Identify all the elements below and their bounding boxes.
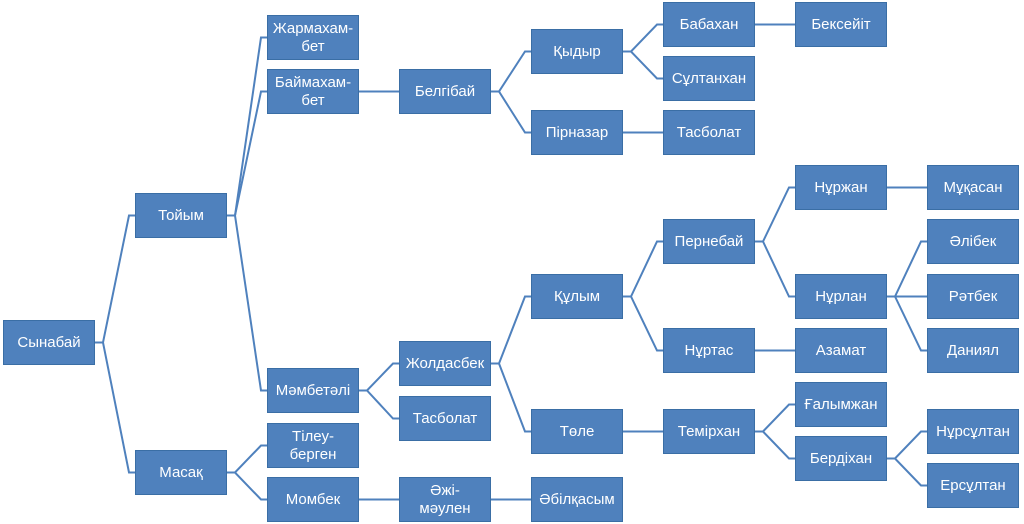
connector-synabai-toiym bbox=[95, 214, 135, 344]
connector-berdikhan-nursultan bbox=[887, 430, 927, 460]
connector-masaq-tileuberген bbox=[227, 444, 267, 474]
node-nursultan[interactable]: Нұрсұлтан bbox=[927, 409, 1019, 454]
connector-pernebai-nurlan bbox=[755, 240, 795, 298]
node-pernebai[interactable]: Пернебай bbox=[663, 219, 755, 264]
connector-temirkhan-berdikhan bbox=[755, 430, 795, 460]
node-tileuberген[interactable]: Тілеу- берген bbox=[267, 423, 359, 468]
connector-zholdasbek-tole bbox=[491, 362, 531, 433]
connector-belgibai-pirnazar bbox=[491, 90, 531, 134]
connector-nurlan-alibek bbox=[887, 240, 927, 298]
node-ratbek[interactable]: Рәтбек bbox=[927, 274, 1019, 319]
node-tasbolat-2[interactable]: Тасболат bbox=[663, 110, 755, 155]
node-zharmakhambet[interactable]: Жармахам- бет bbox=[267, 15, 359, 60]
node-muqasan[interactable]: Мұқасан bbox=[927, 165, 1019, 210]
node-toiym[interactable]: Тойым bbox=[135, 193, 227, 238]
connector-synabai-masaq bbox=[95, 341, 135, 474]
node-nurlan[interactable]: Нұрлан bbox=[795, 274, 887, 319]
node-berdikhan[interactable]: Бердіхан bbox=[795, 436, 887, 481]
node-mambetali[interactable]: Мәмбетәлі bbox=[267, 368, 359, 413]
node-baimakhambet[interactable]: Баймахам- бет bbox=[267, 69, 359, 114]
connector-qydyr-babakhan bbox=[623, 23, 663, 53]
connector-toiym-mambetali bbox=[227, 214, 267, 392]
node-beksejit[interactable]: Бексейіт bbox=[795, 2, 887, 47]
node-temirkhan[interactable]: Темірхан bbox=[663, 409, 755, 454]
node-tole[interactable]: Төле bbox=[531, 409, 623, 454]
node-synabai[interactable]: Сынабай bbox=[3, 320, 95, 365]
node-sultankhan[interactable]: Сұлтанхан bbox=[663, 56, 755, 101]
node-alibek[interactable]: Әлібек bbox=[927, 219, 1019, 264]
node-masaq[interactable]: Масақ bbox=[135, 450, 227, 495]
connector-masaq-mombek bbox=[227, 471, 267, 501]
node-tasbolat-1[interactable]: Тасболат bbox=[399, 396, 491, 441]
connector-qydyr-sultankhan bbox=[623, 50, 663, 80]
node-qydyr[interactable]: Қыдыр bbox=[531, 29, 623, 74]
connector-toiym-baimakhambet bbox=[227, 90, 267, 217]
connector-berdikhan-ersultan bbox=[887, 457, 927, 487]
connector-qulym-nurtas bbox=[623, 295, 663, 352]
node-belgibai[interactable]: Белгібай bbox=[399, 69, 491, 114]
connector-zholdasbek-qulym bbox=[491, 295, 531, 365]
connector-qulym-pernebai bbox=[623, 240, 663, 298]
node-qulym[interactable]: Құлым bbox=[531, 274, 623, 319]
connector-toiym-zharmakhambet bbox=[227, 36, 267, 217]
connector-mambetali-tasbolat-1 bbox=[359, 389, 399, 420]
node-azamat[interactable]: Азамат bbox=[795, 328, 887, 373]
node-azhimaulen[interactable]: Әжі- мәулен bbox=[399, 477, 491, 522]
node-nurzhan[interactable]: Нұржан bbox=[795, 165, 887, 210]
node-mombek[interactable]: Момбек bbox=[267, 477, 359, 522]
connector-nurlan-daniyal bbox=[887, 295, 927, 352]
connector-mambetali-zholdasbek bbox=[359, 362, 399, 392]
node-abilqasym[interactable]: Әбілқасым bbox=[531, 477, 623, 522]
connector-pernebai-nurzhan bbox=[755, 186, 795, 243]
node-ersultan[interactable]: Ерсұлтан bbox=[927, 463, 1019, 508]
connector-temirkhan-galymzhan bbox=[755, 403, 795, 433]
node-zholdasbek[interactable]: Жолдасбек bbox=[399, 341, 491, 386]
node-daniyal[interactable]: Даниял bbox=[927, 328, 1019, 373]
node-babakhan[interactable]: Бабахан bbox=[663, 2, 755, 47]
node-galymzhan[interactable]: Ғалымжан bbox=[795, 382, 887, 427]
connector-belgibai-qydyr bbox=[491, 50, 531, 93]
node-nurtas[interactable]: Нұртас bbox=[663, 328, 755, 373]
node-pirnazar[interactable]: Пірназар bbox=[531, 110, 623, 155]
